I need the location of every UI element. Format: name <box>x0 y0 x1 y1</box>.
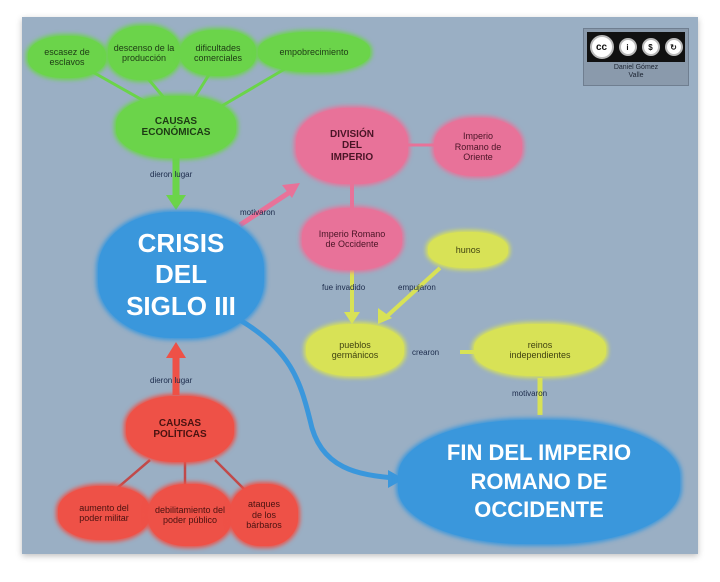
arrow-head-icon <box>166 342 186 358</box>
node-aumento-poder-militar[interactable]: aumento del poder militar <box>58 486 150 540</box>
arrow-head-icon <box>388 470 404 488</box>
node-ataques-barbaros[interactable]: ataques de los bárbaros <box>230 484 298 546</box>
node-empobrecimiento[interactable]: empobrecimiento <box>258 32 370 72</box>
node-causas-economicas[interactable]: CAUSAS ECONÓMICAS <box>116 96 236 158</box>
edge-hunos-pueblos <box>383 266 442 320</box>
edge-aumento <box>114 459 151 491</box>
node-reinos-independientes[interactable]: reinos independientes <box>474 324 606 376</box>
node-hunos[interactable]: hunos <box>428 232 508 268</box>
arrow-head-icon <box>378 308 392 324</box>
node-fin-imperio-occidente[interactable]: FIN DEL IMPERIO ROMANO DE OCCIDENTE <box>398 420 680 544</box>
link-label-empujaron: empujaron <box>398 283 436 292</box>
edge-crisis-division <box>238 189 292 228</box>
arrow-head-icon <box>344 312 360 324</box>
creative-commons-badge[interactable]: cc i $ ↻ Daniel Gómez Valle <box>583 28 689 86</box>
node-descenso-produccion[interactable]: descenso de la producción <box>108 26 180 80</box>
link-label-dieron-lugar-2: dieron lugar <box>150 376 193 385</box>
node-causas-politicas[interactable]: CAUSAS POLÍTICAS <box>126 396 234 462</box>
node-division-imperio[interactable]: DIVISIÓN DEL IMPERIO <box>296 108 408 184</box>
node-escasez-esclavos[interactable]: escasez de esclavos <box>28 36 106 78</box>
cc-icon: cc <box>589 35 614 59</box>
arrow-head-icon <box>282 183 300 198</box>
node-debilitamiento-poder-publico[interactable]: debilitamiento del poder público <box>148 484 232 546</box>
cc-icons-row: cc i $ ↻ <box>587 32 685 62</box>
link-label-dieron-lugar: dieron lugar <box>150 170 193 179</box>
arrow-head-icon <box>166 195 186 210</box>
link-label-motivaron-2: motivaron <box>512 389 548 398</box>
attribution-icon: i <box>618 38 637 56</box>
author-line-2: Valle <box>628 72 644 80</box>
license-author: Daniel Gómez Valle <box>584 64 688 81</box>
node-crisis-siglo-iii[interactable]: CRISIS DEL SIGLO III <box>98 212 264 338</box>
noncommercial-icon: $ <box>641 38 660 56</box>
edge-crisis-fin <box>238 317 396 481</box>
node-dificultades-comerciales[interactable]: dificultades comerciales <box>180 30 256 76</box>
node-imperio-oriente[interactable]: Imperio Romano de Oriente <box>434 118 522 176</box>
node-pueblos-germanicos[interactable]: pueblos germánicos <box>306 324 404 376</box>
sharealike-icon: ↻ <box>664 38 683 56</box>
link-label-fue-invadido: fue invadido <box>322 283 366 292</box>
link-label-crearon: crearon <box>412 348 440 357</box>
node-imperio-occidente[interactable]: Imperio Romano de Occidente <box>302 208 402 270</box>
link-label-motivaron: motivaron <box>240 208 276 217</box>
edge-ataques <box>214 459 246 491</box>
author-line-1: Daniel Gómez <box>613 64 659 71</box>
